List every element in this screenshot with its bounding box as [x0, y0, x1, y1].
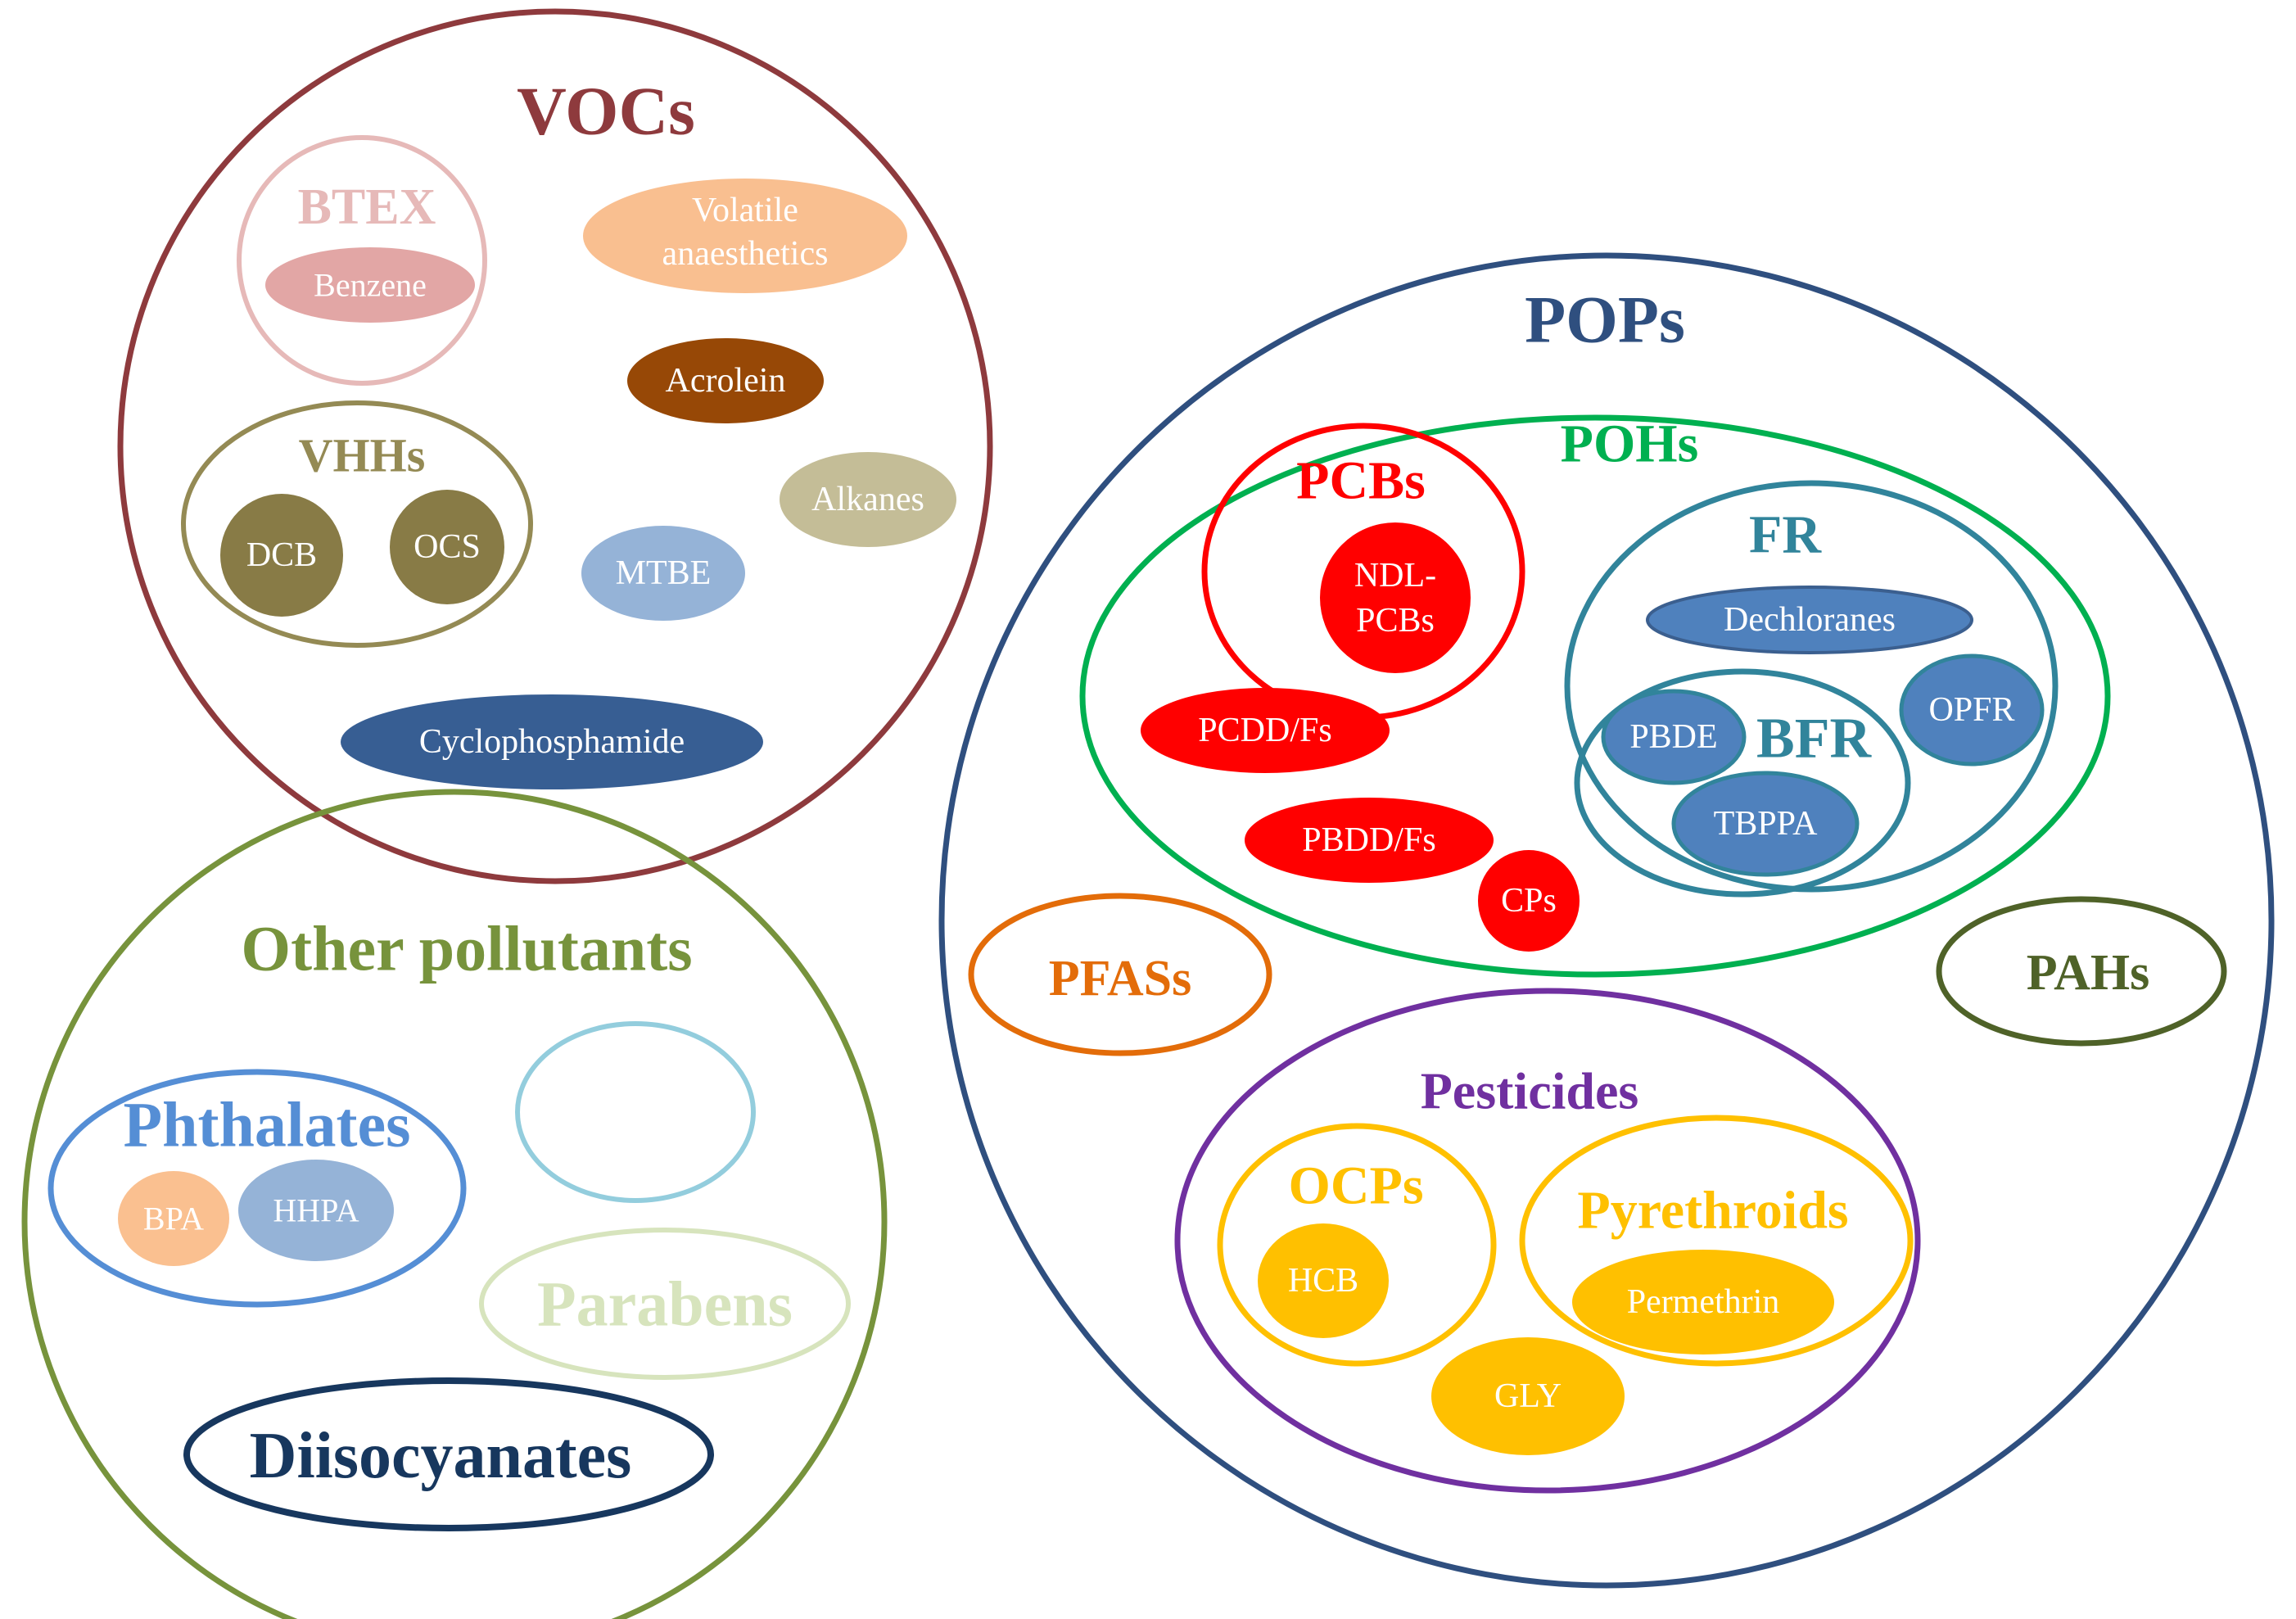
- hcb-label: HCB: [1288, 1262, 1358, 1300]
- volatile-anaesthetics-label-line2: anaesthetics: [662, 235, 829, 273]
- vocs-circle: [117, 8, 993, 884]
- hhpa-label: HHPA: [273, 1192, 359, 1229]
- cyclophosphamide-label: Cyclophosphamide: [419, 723, 685, 761]
- hhpa-node: [238, 1160, 394, 1261]
- permethrin-node: [1572, 1250, 1834, 1354]
- pesticides-label: Pesticides: [1421, 1062, 1639, 1120]
- pyrethroids-label: Pyrethroids: [1577, 1181, 1848, 1241]
- pops-group: POPs POHs PCBs NDL- PCBs PCDD/Fs PBDD/Fs…: [938, 252, 2275, 1589]
- ndl-pcbs-label-line2: PCBs: [1356, 602, 1435, 640]
- gly-label: GLY: [1494, 1377, 1562, 1415]
- pfass-label: PFASs: [1049, 951, 1192, 1006]
- pcdd-fs-node: [1141, 688, 1390, 773]
- pahs-ellipse: [1936, 896, 2227, 1047]
- other-pollutants-circle: [21, 789, 888, 1619]
- parabens-label: Parabens: [537, 1269, 793, 1340]
- bpa-label: BPA: [143, 1201, 204, 1237]
- pohs-ellipse: [1079, 414, 2111, 978]
- pahs-label: PAHs: [2027, 945, 2149, 1001]
- pbde-node: [1601, 689, 1747, 785]
- benzene-label: Benzene: [314, 267, 427, 304]
- fr-ellipse: [1564, 480, 2059, 893]
- volatile-anaesthetics-label-line1: Volatile: [692, 192, 798, 229]
- mtbe-node: [581, 526, 745, 621]
- vocs-title: VOCs: [517, 74, 695, 150]
- phthalates-label: Phthalates: [124, 1089, 411, 1160]
- pbdd-fs-label: PBDD/Fs: [1302, 821, 1435, 859]
- pohs-label: POHs: [1561, 414, 1699, 474]
- ocps-ellipse: [1217, 1123, 1497, 1367]
- opfr-node: [1899, 653, 2045, 767]
- diisocyanates-ellipse: [183, 1377, 714, 1531]
- pcbs-label: PCBs: [1296, 451, 1426, 511]
- alkanes-node: [780, 452, 956, 547]
- ocps-label: OCPs: [1289, 1156, 1424, 1216]
- btex-label: BTEX: [298, 179, 436, 235]
- opfr-label: OPFR: [1928, 691, 2014, 729]
- alkanes-label: Alkanes: [811, 481, 924, 518]
- gly-node: [1431, 1337, 1625, 1455]
- acrolein-label: Acrolein: [666, 362, 786, 400]
- vocs-group: VOCs BTEX Benzene Volatile anaesthetics …: [117, 8, 993, 884]
- acrolein-node: [627, 338, 824, 423]
- dechloranes-label: Dechloranes: [1724, 601, 1896, 639]
- pfass-ellipse: [968, 893, 1272, 1056]
- dcb-label: DCB: [246, 536, 317, 574]
- tbppa-label: TBPPA: [1714, 805, 1819, 843]
- bfr-ellipse: [1574, 668, 1911, 898]
- pbdd-fs-node: [1245, 798, 1494, 883]
- tbppa-node: [1671, 771, 1860, 877]
- mtbe-label: MTBE: [616, 554, 712, 592]
- ndl-pcbs-label-line1: NDL-: [1354, 557, 1436, 595]
- ocs-label: OCS: [414, 528, 481, 566]
- diisocyanates-label: Diisocyanates: [250, 1420, 632, 1492]
- vhhs-label: VHHs: [299, 429, 426, 482]
- bpa-node: [118, 1171, 229, 1266]
- hcb-node: [1258, 1223, 1389, 1338]
- phthalates-ellipse: [47, 1069, 467, 1308]
- cps-node: [1478, 850, 1580, 952]
- ndl-pcbs-node: [1320, 522, 1471, 673]
- dechloranes-node: [1646, 586, 1973, 654]
- fr-label: FR: [1749, 505, 1822, 565]
- pyrethroids-ellipse: [1519, 1115, 1914, 1367]
- nmp-label: NMP: [564, 1079, 706, 1151]
- parabens-ellipse: [479, 1228, 851, 1380]
- permethrin-label: Permethrin: [1627, 1283, 1780, 1321]
- pbde-label: PBDE: [1629, 718, 1717, 756]
- nmp-ellipse: [515, 1021, 756, 1203]
- other-pollutants-title: Other pollutants: [241, 913, 692, 984]
- pops-circle: [938, 252, 2275, 1589]
- other-pollutants-group: Other pollutants Phthalates BPA HHPA NMP…: [21, 789, 888, 1619]
- dcb-node: [220, 494, 343, 617]
- cyclophosphamide-node: [341, 694, 763, 789]
- btex-circle: [237, 135, 487, 386]
- ocs-node: [390, 490, 504, 604]
- bfr-label: BFR: [1756, 708, 1872, 771]
- benzene-node: [265, 247, 475, 323]
- cps-label: CPs: [1501, 882, 1557, 920]
- pops-title: POPs: [1525, 283, 1685, 357]
- pesticides-ellipse: [1174, 988, 1921, 1494]
- volatile-anaesthetics-node: [583, 179, 907, 293]
- vhhs-ellipse: [181, 400, 533, 648]
- pcdd-fs-label: PCDD/Fs: [1198, 712, 1331, 749]
